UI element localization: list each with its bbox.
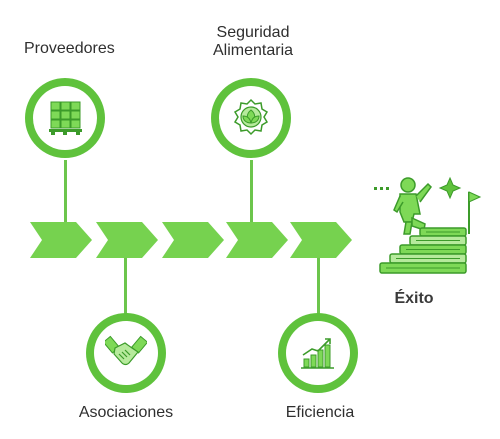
- node-proveedores: [25, 78, 105, 158]
- pallet-boxes-icon: [49, 101, 82, 135]
- label-eficiencia: Eficiencia: [285, 404, 355, 421]
- node-seguridad-alimentaria: [211, 78, 291, 158]
- chevron-1: [30, 222, 92, 258]
- connector-seguridad: [250, 160, 253, 230]
- connector-proveedores: [64, 160, 67, 230]
- label-proveedores: Proveedores: [24, 40, 115, 57]
- label-asociaciones: Asociaciones: [78, 404, 174, 421]
- chevron-2: [96, 222, 158, 258]
- chevron-timeline: [30, 222, 352, 258]
- chevron-4: [226, 222, 288, 258]
- leaf-badge-icon: [233, 98, 269, 136]
- label-exito: Éxito: [394, 290, 434, 307]
- chevron-5: [290, 222, 352, 258]
- node-eficiencia: [278, 313, 358, 393]
- label-seguridad-line2: Alimentaria: [212, 42, 294, 59]
- growth-chart-icon: [301, 338, 334, 369]
- node-asociaciones: [86, 313, 166, 393]
- climber-books-flag-icon: [374, 176, 482, 274]
- connector-asociaciones: [124, 258, 127, 316]
- connector-eficiencia: [317, 258, 320, 316]
- handshake-icon: [105, 335, 147, 366]
- chevron-3: [162, 222, 224, 258]
- label-seguridad-line1: Seguridad: [216, 24, 290, 41]
